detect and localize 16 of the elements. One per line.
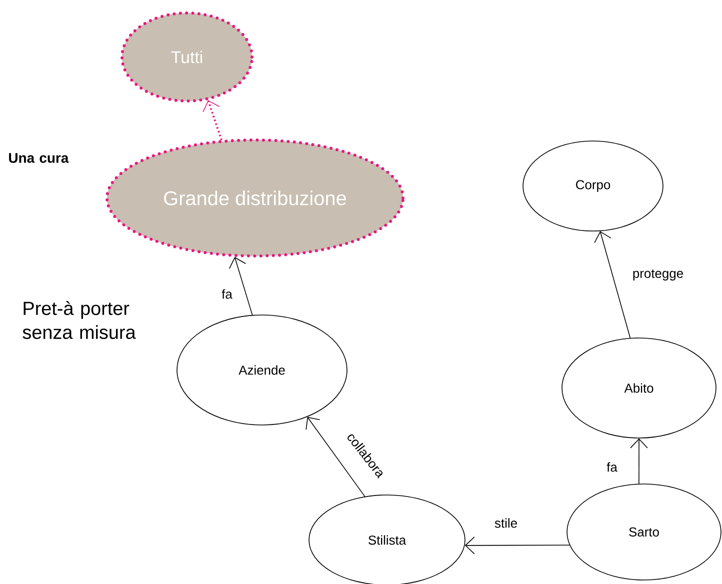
- edge-label: fa: [220, 288, 234, 300]
- ellipse-node: Sarto: [566, 484, 722, 580]
- ellipse-node: Aziende: [176, 314, 348, 426]
- arrow: [202, 100, 222, 140]
- arrow: [306, 416, 366, 497]
- edge-label: protegge: [631, 268, 685, 282]
- note-label: Pret-à porter senza misura: [22, 300, 136, 339]
- edge-label: fa: [606, 461, 618, 473]
- note-label: Una cura: [9, 153, 69, 163]
- arrow: [228, 256, 253, 316]
- ellipse-node: Abito: [562, 338, 716, 438]
- arrow: [630, 438, 648, 484]
- arrow: [464, 536, 570, 554]
- edge-label: stile: [494, 517, 519, 529]
- ellipse-node: Corpo: [522, 140, 664, 232]
- arrow: [594, 231, 631, 338]
